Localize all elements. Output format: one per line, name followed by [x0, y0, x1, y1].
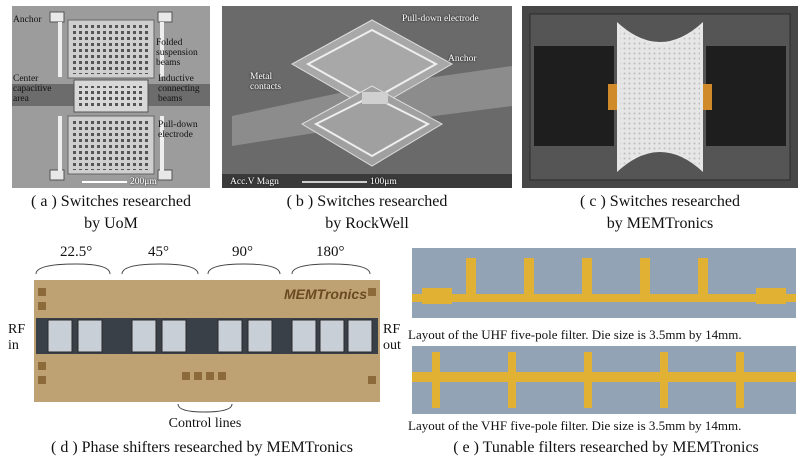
- label-metal-contacts: Metal contacts: [250, 72, 282, 92]
- caption-a-line1: ( a ) Switches researched: [31, 193, 191, 210]
- label-center-area: Center capacitive area: [13, 74, 52, 104]
- caption-c-line2: by MEMTronics: [606, 215, 714, 232]
- panel-b-image: Pull-down electrode Anchor Metal contact…: [222, 6, 512, 188]
- label-rf-in: RF in: [8, 322, 26, 353]
- phase-label-22-5: 22.5°: [60, 244, 93, 260]
- caption-d: ( d ) Phase shifters researched by MEMTr…: [50, 439, 353, 456]
- panel-d-image: MEMTronics: [34, 280, 380, 402]
- label-inductive-beams: Inductive connecting beams: [158, 74, 200, 104]
- memtronics-logo: MEMTronics: [284, 286, 367, 302]
- caption-b-line1: ( b ) Switches researched: [286, 193, 448, 210]
- phase-brackets: [35, 263, 371, 275]
- caption-b-line2: by RockWell: [325, 215, 409, 232]
- panel-c-micrograph: [522, 6, 798, 188]
- panel-b-micrograph: [222, 6, 512, 188]
- label-anchor: Anchor: [13, 15, 42, 25]
- label-folded-beams: Folded suspension beams: [156, 38, 198, 68]
- phase-label-45: 45°: [148, 244, 169, 260]
- label-control-lines: Control lines: [168, 416, 242, 431]
- vhf-filter-text: Layout of the VHF five-pole filter. Die …: [408, 418, 742, 433]
- panel-a-image: Anchor Folded suspension beams Center ca…: [12, 6, 210, 188]
- panel-e-uhf-image: [412, 248, 796, 318]
- scale-bar-label-b: 100μm: [370, 177, 397, 187]
- panel-e-vhf-image: [412, 346, 796, 414]
- uhf-filter-layout: [412, 248, 796, 318]
- caption-c-line1: ( c ) Switches researched: [580, 193, 740, 210]
- caption-a-line2: by UoM: [84, 215, 138, 232]
- label-pulldown-electrode-b: Pull-down electrode: [402, 14, 479, 24]
- label-pulldown-electrode: Pull-down electrode: [158, 120, 198, 140]
- uhf-filter-text: Layout of the UHF five-pole filter. Die …: [408, 327, 742, 342]
- caption-e: ( e ) Tunable filters researched by MEMT…: [453, 439, 759, 456]
- phase-label-90: 90°: [232, 244, 253, 260]
- label-anchor-b: Anchor: [448, 54, 477, 64]
- label-rf-out: RF out: [383, 322, 401, 353]
- footer-acc-v-magn: Acc.V Magn: [230, 177, 279, 187]
- phase-shifter-layout: [34, 280, 380, 402]
- vhf-filter-layout: [412, 346, 796, 414]
- panel-a-micrograph: [12, 6, 210, 188]
- scale-bar-label: 200μm: [130, 177, 157, 187]
- control-lines-bracket: [177, 403, 233, 413]
- phase-label-180: 180°: [316, 244, 345, 260]
- panel-c-image: [522, 6, 798, 188]
